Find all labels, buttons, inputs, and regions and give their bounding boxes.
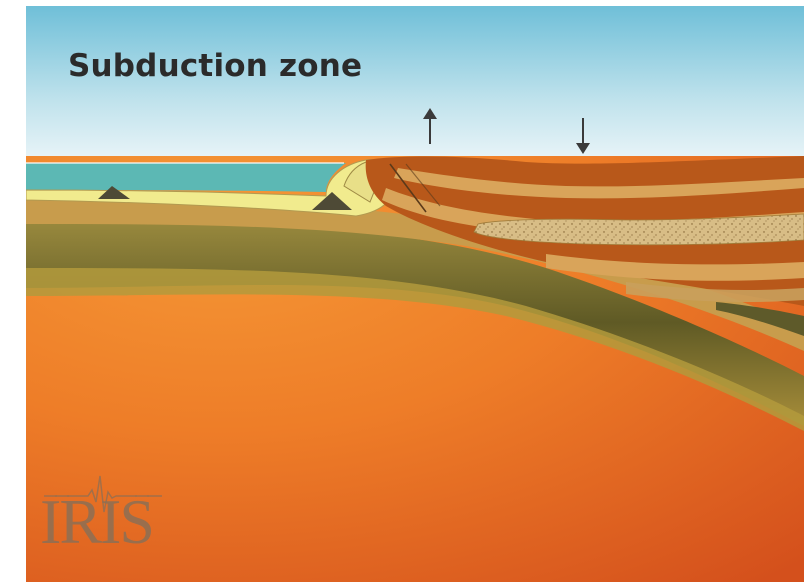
diagram-canvas: [26, 6, 804, 582]
continental-layer-1: [394, 168, 804, 199]
subduction-diagram: Subduction zone IRIS: [26, 6, 804, 582]
slab-lower-band: [26, 268, 804, 431]
sandy-layer: [473, 213, 804, 246]
subsidence-arrow-icon: [576, 118, 590, 154]
fault-line-2: [405, 163, 441, 207]
seafloor-feature-trench: [312, 192, 352, 210]
fault-line-1: [389, 163, 427, 213]
diagram-title: Subduction zone: [68, 48, 363, 84]
continental-layer-3: [546, 254, 804, 281]
uplift-arrow-icon: [423, 108, 437, 144]
seafloor-feature-left: [98, 186, 130, 199]
iris-seismogram-icon: [44, 475, 162, 513]
slab-dark-edge: [716, 302, 804, 336]
iris-logo: IRIS: [40, 486, 155, 557]
sky: [26, 6, 804, 176]
ocean: [26, 163, 346, 192]
continental-layer-4: [626, 282, 804, 302]
